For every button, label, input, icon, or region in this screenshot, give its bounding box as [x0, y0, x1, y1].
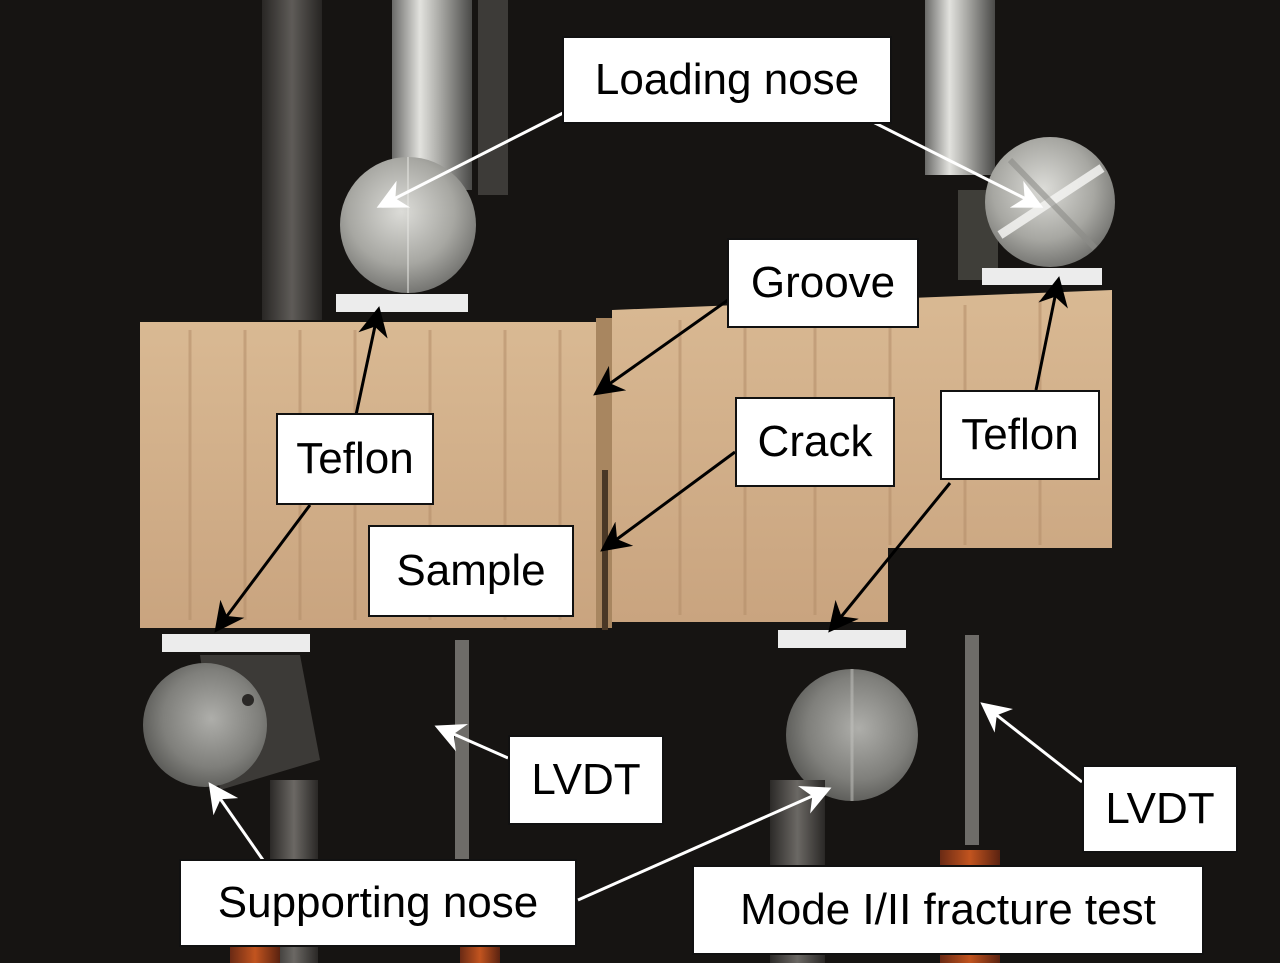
teflon-pad-bottom-right: [778, 630, 906, 648]
label-teflon-right: Teflon: [940, 390, 1100, 480]
label-caption: Mode I/II fracture test: [692, 865, 1204, 955]
teflon-pad-top-right: [982, 268, 1102, 285]
label-lvdt-left: LVDT: [508, 735, 664, 825]
label-teflon-left: Teflon: [276, 413, 434, 505]
supporting-nose-right: [786, 669, 918, 801]
supporting-nose-left: [143, 655, 320, 790]
label-loading-nose: Loading nose: [562, 36, 892, 124]
label-supporting-nose: Supporting nose: [179, 859, 577, 947]
teflon-pad-top-left: [336, 294, 468, 312]
loading-nose-right: [985, 137, 1115, 267]
label-crack: Crack: [735, 397, 895, 487]
crack-line: [602, 470, 608, 630]
teflon-pad-bottom-left: [162, 634, 310, 652]
loading-nose-left: [340, 157, 476, 293]
label-sample: Sample: [368, 525, 574, 617]
label-groove: Groove: [727, 238, 919, 328]
label-lvdt-right: LVDT: [1082, 765, 1238, 853]
